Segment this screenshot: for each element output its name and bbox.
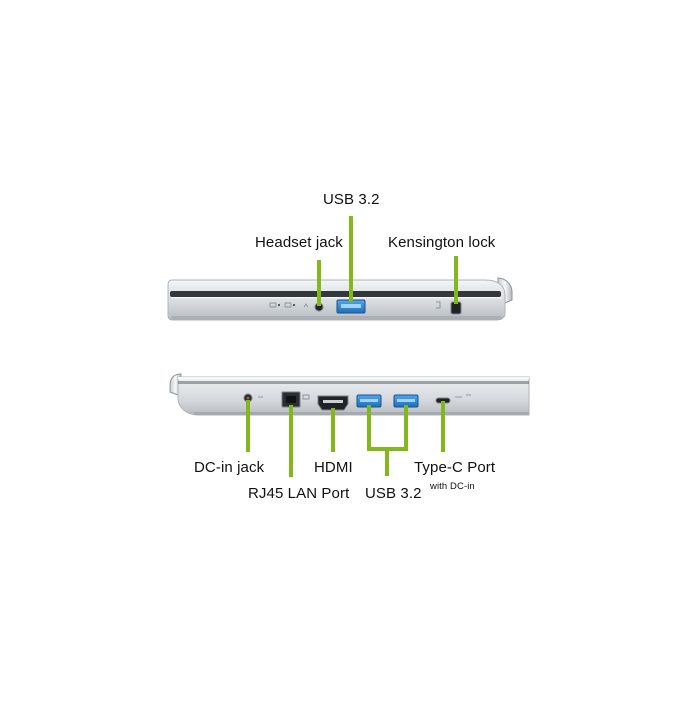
top-usb-port-tongue (341, 304, 361, 308)
bottom-port-icons (258, 394, 471, 400)
rj45-lan-port-inner (286, 396, 296, 403)
top-laptop-side (167, 216, 513, 321)
top-status-led-1 (277, 303, 281, 307)
headset-jack-label: Headset jack (255, 234, 343, 251)
bottom-base-shadow (194, 412, 529, 415)
rj45-lan-port-label: RJ45 LAN Port (248, 485, 350, 502)
bottom-lid-gap (178, 381, 529, 384)
kensington-lock-label: Kensington lock (388, 234, 496, 251)
bottom-laptop-side (169, 373, 530, 477)
bottom-usb-port-1-tongue (360, 399, 378, 402)
hdmi-label: HDMI (314, 459, 353, 476)
hdmi-port-tongue (323, 400, 343, 403)
usb-bracket-callout (367, 405, 408, 476)
top-chassis-highlight (171, 297, 502, 299)
dc-in-jack-label: DC-in jack (194, 459, 265, 476)
top-lid-gap (170, 291, 501, 297)
bottom-top-edge (178, 377, 529, 379)
top-usb-label: USB 3.2 (323, 191, 380, 208)
bottom-usb-label: USB 3.2 (365, 485, 422, 502)
bottom-usb-port-2-tongue (397, 399, 415, 402)
dc-in-jack-center (246, 396, 250, 400)
top-base-lip (171, 316, 502, 320)
top-status-led-2 (292, 303, 296, 307)
type-c-port-label: Type-C Port (414, 459, 496, 476)
type-c-port-sublabel: with DC-in (430, 481, 475, 492)
